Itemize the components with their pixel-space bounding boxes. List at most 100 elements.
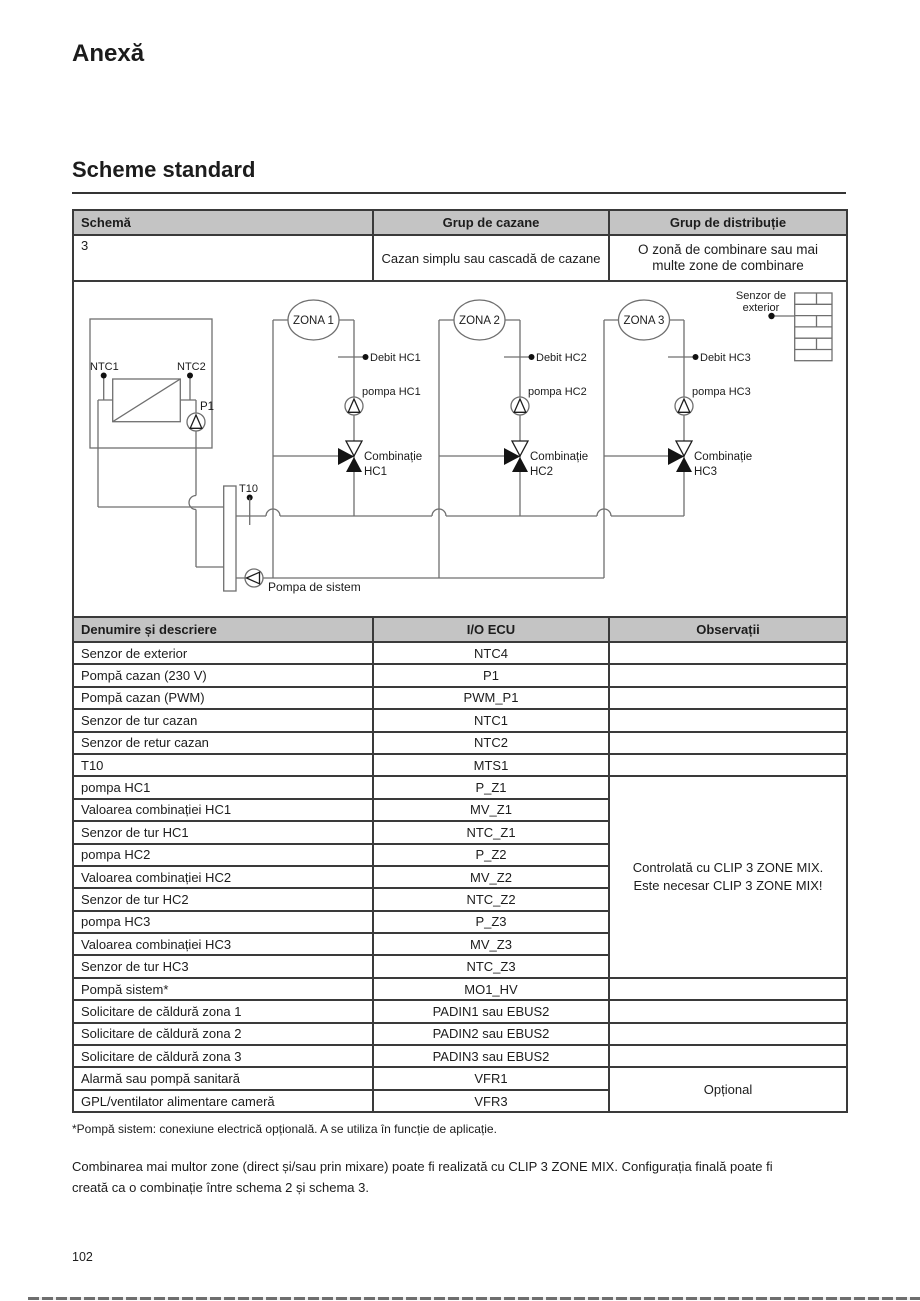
io-ecu-cell: MTS1 [372, 752, 610, 778]
device-name-cell: Valoarea combinației HC1 [72, 797, 374, 823]
zone-2-flow-dot [528, 354, 535, 360]
zone-3-pump-triangle [677, 397, 691, 413]
io-ecu-cell: NTC1 [372, 708, 610, 733]
device-name-cell: Solicitare de căldură zona 1 [72, 999, 374, 1024]
io-header-row: Denumire și descriere I/O ECU Observații [72, 616, 848, 643]
system-pump-label: Pompa de sistem [268, 580, 361, 594]
header-distribution-group: Grup de distribuție [608, 209, 848, 236]
header-boiler-group: Grup de cazane [372, 209, 610, 236]
clip-note-cell: Controlată cu CLIP 3 ZONE MIX. Este neces… [608, 775, 848, 979]
zone-3-valve-left [668, 448, 684, 465]
device-name-cell: Senzor de exterior [72, 640, 374, 666]
zone-3-valve-label2: HC3 [694, 466, 717, 478]
zone-3-group: ZONA 3 Debit HC3 pompa HC3 Combinație HC… [603, 299, 752, 578]
io-ecu-cell: NTC_Z1 [372, 820, 610, 845]
ntc2-label: NTC2 [177, 361, 206, 373]
body-paragraph-line2: creată ca o combinație între schema 2 și… [72, 1180, 369, 1195]
page-number: 102 [72, 1250, 93, 1264]
zone-2-ellipse [453, 299, 506, 341]
header-schema: Schemă [72, 209, 374, 236]
zone-3-flow-dot [692, 354, 699, 360]
section-rule [72, 192, 846, 194]
io-ecu-cell: PWM_P1 [372, 685, 610, 711]
heat-exchanger-diagonal [112, 378, 181, 423]
boiler-box [89, 318, 213, 449]
observations-cell [608, 708, 848, 733]
device-name-cell: pompa HC3 [72, 909, 374, 935]
io-ecu-cell: PADIN2 sau EBUS2 [372, 1021, 610, 1047]
zone-1-flow-label: Debit HC1 [370, 352, 421, 364]
table-row: Pompă sistem*MO1_HV [72, 976, 848, 1002]
observations-cell [608, 1021, 848, 1047]
p1-label: P1 [200, 401, 214, 413]
device-name-cell: pompa HC2 [72, 842, 374, 867]
io-ecu-cell: P1 [372, 663, 610, 688]
io-ecu-cell: P_Z3 [372, 909, 610, 935]
zone-2-group: ZONA 2 Debit HC2 pompa HC2 Combinație HC… [438, 299, 588, 578]
device-name-cell: T10 [72, 752, 374, 778]
io-ecu-cell: MO1_HV [372, 976, 610, 1002]
zone-1-flow-dot [362, 354, 369, 360]
device-name-cell: Alarmă sau pompă sanitară [72, 1066, 374, 1091]
zone-1-label: ZONA 1 [293, 315, 334, 327]
zone-3-valve-bottom [676, 457, 692, 472]
zone-2-pump-triangle [513, 397, 527, 413]
zone-3-valve-top [674, 440, 694, 458]
io-ecu-cell: PADIN1 sau EBUS2 [372, 999, 610, 1024]
zone-2-valve-label: Combinație [530, 451, 588, 463]
device-name-cell: Senzor de tur HC3 [72, 954, 374, 979]
body-paragraph-line1: Combinarea mai multor zone (direct și/sa… [72, 1159, 773, 1174]
device-name-cell: Senzor de tur HC2 [72, 887, 374, 912]
boiler-group-cell: Cazan simplu sau cascadă de cazane [372, 234, 610, 282]
zone-3-flow-label: Debit HC3 [700, 352, 751, 364]
zone-1-ellipse [287, 299, 340, 341]
io-ecu-cell: NTC4 [372, 640, 610, 666]
page-title: Anexă [72, 40, 145, 67]
io-ecu-cell: VFR3 [372, 1088, 610, 1114]
observations-cell [608, 640, 848, 666]
outdoor-sensor-label-1: Senzor de [736, 290, 786, 302]
clip-note-line2: Este necesar CLIP 3 ZONE MIX! [633, 878, 823, 894]
zone-1-group: ZONA 1 Debit HC1 pompa HC1 Combinație HC… [272, 299, 422, 578]
clip-note-line1: Controlată cu CLIP 3 ZONE MIX. [632, 860, 824, 876]
diagram-row: NTC1 NTC2 P1 T10 Pompa de si [72, 280, 848, 618]
io-ecu-cell: MV_Z3 [372, 932, 610, 957]
io-ecu-cell: MV_Z1 [372, 797, 610, 823]
table-row: Pompă cazan (230 V)P1 [72, 663, 848, 688]
optional-note-cell: Opțional [608, 1066, 848, 1114]
hydraulic-diagram-cell: NTC1 NTC2 P1 T10 Pompa de si [72, 280, 848, 618]
device-name-cell: Solicitare de căldură zona 3 [72, 1044, 374, 1069]
observations-cell [608, 1044, 848, 1069]
io-ecu-cell: VFR1 [372, 1066, 610, 1091]
device-name-cell: Pompă cazan (230 V) [72, 663, 374, 688]
io-ecu-cell: PADIN3 sau EBUS2 [372, 1044, 610, 1069]
outdoor-sensor-dot [768, 312, 775, 320]
io-ecu-cell: P_Z1 [372, 775, 610, 800]
zone-1-valve-label2: HC1 [364, 466, 387, 478]
io-ecu-cell: NTC2 [372, 730, 610, 755]
system-pump-triangle [244, 571, 261, 585]
table-row: Pompă cazan (PWM)PWM_P1 [72, 685, 848, 711]
ntc1-label: NTC1 [90, 361, 119, 373]
zone-2-label: ZONA 2 [459, 315, 500, 327]
distribution-group-text: O zonă de combinare sau mai multe zone d… [637, 242, 819, 273]
zone-2-pipes [438, 319, 532, 578]
distribution-group-cell: O zonă de combinare sau mai multe zone d… [608, 234, 848, 282]
device-name-cell: Valoarea combinației HC2 [72, 864, 374, 890]
device-name-cell: Senzor de tur HC1 [72, 820, 374, 845]
ntc1-sensor-dot [100, 372, 107, 379]
zone-3-pump-label: pompa HC3 [692, 386, 751, 398]
zone-1-valve-bottom [346, 457, 362, 472]
zone-2-valve-top [510, 440, 530, 458]
p1-pump-triangle [189, 413, 203, 429]
